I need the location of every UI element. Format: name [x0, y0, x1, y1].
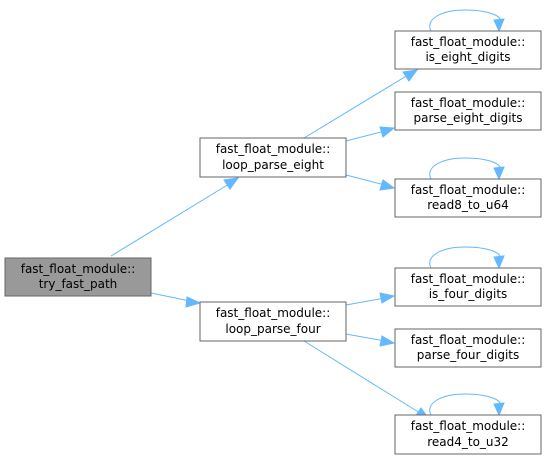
node-line1: fast_float_module:: [411, 183, 526, 197]
self-loop-is-four-digits [429, 246, 501, 269]
arrowhead [379, 292, 396, 304]
node-line2: parse_four_digits [417, 348, 520, 362]
node-line1: fast_float_module:: [411, 272, 526, 286]
node-loop-parse-eight[interactable]: fast_float_module:: loop_parse_eight [199, 137, 347, 178]
arrowhead [379, 335, 396, 347]
node-line2: loop_parse_four [225, 322, 320, 336]
edge-loop-parse-eight-to-read8-to-u64 [345, 174, 386, 186]
node-loop-parse-four[interactable]: fast_float_module:: loop_parse_four [199, 301, 347, 342]
node-read8-to-u64[interactable]: fast_float_module:: read8_to_u64 [394, 178, 542, 218]
self-loop-read8-to-u64 [429, 157, 501, 180]
node-is-eight-digits[interactable]: fast_float_module:: is_eight_digits [394, 30, 542, 70]
node-line2: loop_parse_eight [222, 158, 324, 172]
arrowhead [402, 69, 419, 82]
node-line2: read4_to_u32 [427, 435, 509, 449]
node-try-fast-path[interactable]: fast_float_module:: try_fast_path [4, 257, 152, 297]
node-read4-to-u32[interactable]: fast_float_module:: read4_to_u32 [394, 414, 542, 455]
arrowhead [493, 18, 505, 33]
node-parse-four-digits[interactable]: fast_float_module:: parse_four_digits [394, 328, 542, 368]
node-parse-eight-digits[interactable]: fast_float_module:: parse_eight_digits [394, 91, 542, 131]
node-line1: fast_float_module:: [216, 306, 331, 320]
edge-loop-parse-eight-to-is-eight-digits [303, 74, 409, 139]
node-line2: is_four_digits [429, 287, 508, 301]
arrowhead [493, 255, 505, 270]
arrowhead [493, 166, 505, 181]
node-line1: fast_float_module:: [411, 35, 526, 49]
node-line2: parse_eight_digits [413, 111, 522, 125]
arrowhead [185, 296, 202, 308]
node-line1: fast_float_module:: [411, 333, 526, 347]
arrowhead [493, 402, 505, 417]
node-line1: fast_float_module:: [216, 142, 331, 156]
self-loop-is-eight-digits [429, 9, 501, 32]
edge-loop-parse-four-to-is-four-digits [345, 297, 386, 306]
edge-loop-parse-four-to-parse-four-digits [345, 333, 386, 342]
node-line2: read8_to_u64 [427, 198, 509, 212]
node-line2: is_eight_digits [425, 50, 510, 64]
node-line1: fast_float_module:: [411, 96, 526, 110]
edge-loop-parse-four-to-read4-to-u32 [303, 340, 421, 414]
self-loop-read4-to-u32 [429, 393, 501, 416]
node-line1: fast_float_module:: [411, 419, 526, 433]
edge-try-fast-path-to-loop-parse-eight [110, 183, 230, 257]
edge-loop-parse-eight-to-parse-eight-digits [345, 130, 386, 142]
arrowhead [379, 179, 396, 191]
arrowhead [223, 177, 240, 190]
node-is-four-digits[interactable]: fast_float_module:: is_four_digits [394, 267, 542, 307]
edge-try-fast-path-to-loop-parse-four [150, 292, 191, 302]
node-line2: try_fast_path [39, 277, 118, 291]
node-line1: fast_float_module:: [21, 262, 136, 276]
edges [110, 9, 505, 420]
arrowhead [379, 126, 396, 138]
